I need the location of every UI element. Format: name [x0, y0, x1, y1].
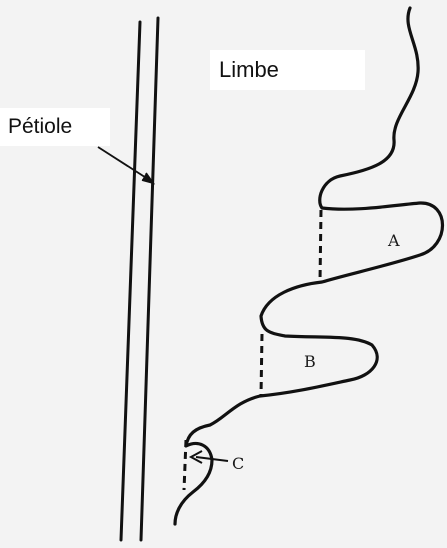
petiole-stem — [121, 18, 158, 540]
petiole-arrow — [98, 147, 153, 183]
lobe-a-label: A — [387, 231, 400, 250]
lobe-c-label: C — [232, 454, 244, 473]
petiole-label: Pétiole — [0, 108, 110, 146]
petiole-right-line — [141, 18, 158, 540]
lobe-b-base-dash — [261, 334, 262, 396]
petiole-arrow-shaft — [98, 147, 151, 181]
lobe-a-base-dash — [320, 210, 321, 282]
petiole-left-line — [121, 22, 140, 540]
lobe-b-label: B — [304, 352, 316, 371]
limbe-label: Limbe — [210, 50, 365, 90]
